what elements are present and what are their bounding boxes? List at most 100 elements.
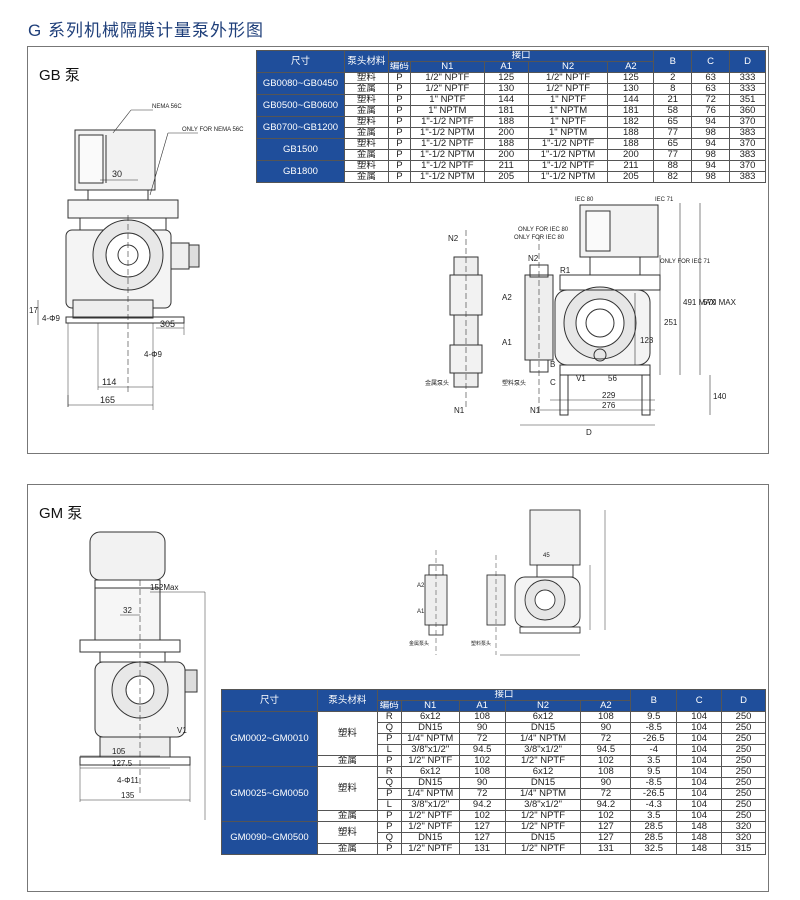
gb-header-port: 接口: [387, 50, 655, 62]
gm-header-port: 接口: [376, 689, 632, 701]
table-cell: P: [387, 83, 411, 95]
table-cell: 98: [691, 127, 731, 139]
table-cell: 3.5: [630, 755, 678, 767]
gb-label-n1-right: N1: [530, 406, 541, 415]
table-cell: 9.5: [630, 711, 678, 723]
gb-dim-276: 276: [602, 401, 616, 410]
table-cell: 9.5: [630, 766, 678, 778]
table-cell: 77: [653, 149, 693, 161]
table-cell: 131: [580, 843, 632, 855]
table-cell: 181: [483, 105, 529, 117]
table-cell: 250: [721, 722, 766, 734]
table-cell: 1/2" NPTF: [400, 755, 460, 767]
table-cell: 90: [580, 777, 632, 789]
table-cell: 333: [729, 83, 766, 95]
table-cell: P: [387, 160, 411, 172]
gb-label-d: D: [586, 428, 592, 437]
table-cell: 58: [653, 105, 693, 117]
model-cell: GM0090~GM0500: [221, 821, 318, 855]
table-cell: 1/4" NPTM: [504, 788, 582, 800]
table-cell: 108: [580, 711, 632, 723]
material-cell: 金属: [343, 149, 389, 161]
material-cell: 塑料: [343, 160, 389, 172]
gm-label-metal-head: 金属泵头: [409, 640, 429, 647]
table-cell: 72: [691, 94, 731, 106]
table-cell: 1"-1/2 NPTF: [527, 138, 609, 150]
table-cell: 250: [721, 810, 766, 822]
table-cell: 130: [483, 83, 529, 95]
table-cell: 1" NPTF: [527, 116, 609, 128]
table-cell: 1/2" NPTF: [504, 810, 582, 822]
table-cell: -4: [630, 744, 678, 756]
gb-header-n2: N2: [527, 61, 609, 73]
gm-dim-32: 32: [123, 606, 132, 615]
table-cell: Q: [376, 777, 402, 789]
table-cell: 3/8"x1/2": [400, 744, 460, 756]
table-cell: 94.5: [458, 744, 506, 756]
table-cell: R: [376, 711, 402, 723]
table-cell: 104: [676, 744, 723, 756]
model-cell: GB1500: [256, 138, 345, 161]
table-cell: P: [376, 788, 402, 800]
table-cell: 205: [607, 171, 655, 183]
table-cell: 148: [676, 832, 723, 844]
table-cell: 250: [721, 744, 766, 756]
table-cell: 1/2" NPTF: [527, 72, 609, 84]
table-cell: R: [376, 766, 402, 778]
table-cell: 77: [653, 127, 693, 139]
gb-dim-4phi9-a: 4-Φ9: [42, 314, 60, 323]
gb-label-only-iec71: ONLY FOR IEC 71: [660, 259, 711, 265]
table-cell: 104: [676, 766, 723, 778]
gb-header-a2: A2: [607, 61, 655, 73]
table-cell: P: [376, 810, 402, 822]
gm-label-a1: A1: [417, 609, 425, 615]
table-cell: 108: [458, 766, 506, 778]
page-title: G 系列机械隔膜计量泵外形图: [28, 21, 264, 40]
table-cell: -26.5: [630, 733, 678, 745]
gm-header-b: B: [630, 689, 678, 712]
table-cell: 90: [458, 777, 506, 789]
gm-header-a1: A1: [458, 700, 506, 712]
table-cell: 1/2" NPTF: [409, 72, 485, 84]
table-cell: 127: [458, 821, 506, 833]
gm-dim-127: 127.5: [112, 759, 133, 768]
gb-header-size: 尺寸: [256, 50, 345, 73]
gb-dim-4phi9-b: 4-Φ9: [144, 350, 162, 359]
table-cell: 1" NPTM: [409, 105, 485, 117]
table-cell: P: [387, 138, 411, 150]
table-cell: L: [376, 744, 402, 756]
table-cell: 1/2" NPTF: [504, 843, 582, 855]
gb-dim-114: 114: [102, 377, 116, 387]
table-cell: -26.5: [630, 788, 678, 800]
table-cell: 1/2" NPTF: [409, 83, 485, 95]
gm-header-n2: N2: [504, 700, 582, 712]
table-cell: 65: [653, 138, 693, 150]
table-cell: 65: [653, 116, 693, 128]
table-cell: 94.2: [458, 799, 506, 811]
gb-header-n1: N1: [409, 61, 485, 73]
gb-label-nema: NEMA 56C: [152, 104, 182, 110]
table-cell: 1/2" NPTF: [504, 821, 582, 833]
table-cell: 181: [607, 105, 655, 117]
table-cell: 76: [691, 105, 731, 117]
table-cell: 130: [607, 83, 655, 95]
table-cell: 1/4" NPTM: [504, 733, 582, 745]
table-cell: L: [376, 799, 402, 811]
table-cell: 102: [580, 755, 632, 767]
model-cell: GM0002~GM0010: [221, 711, 318, 767]
gb-spec-table: 尺寸 泵头材料 接口 B C D 编码 N1 A1 N2 A2 GB0080~G…: [256, 50, 766, 183]
table-cell: 104: [676, 788, 723, 800]
table-cell: 1/2" NPTF: [527, 83, 609, 95]
table-cell: 3.5: [630, 810, 678, 822]
table-cell: 63: [691, 72, 731, 84]
table-cell: P: [387, 149, 411, 161]
table-cell: 1"-1/2 NPTM: [527, 149, 609, 161]
table-cell: 3/8"x1/2": [504, 799, 582, 811]
gb-label-only-iec80-b: ONLY FOR IEC 80: [514, 235, 565, 241]
